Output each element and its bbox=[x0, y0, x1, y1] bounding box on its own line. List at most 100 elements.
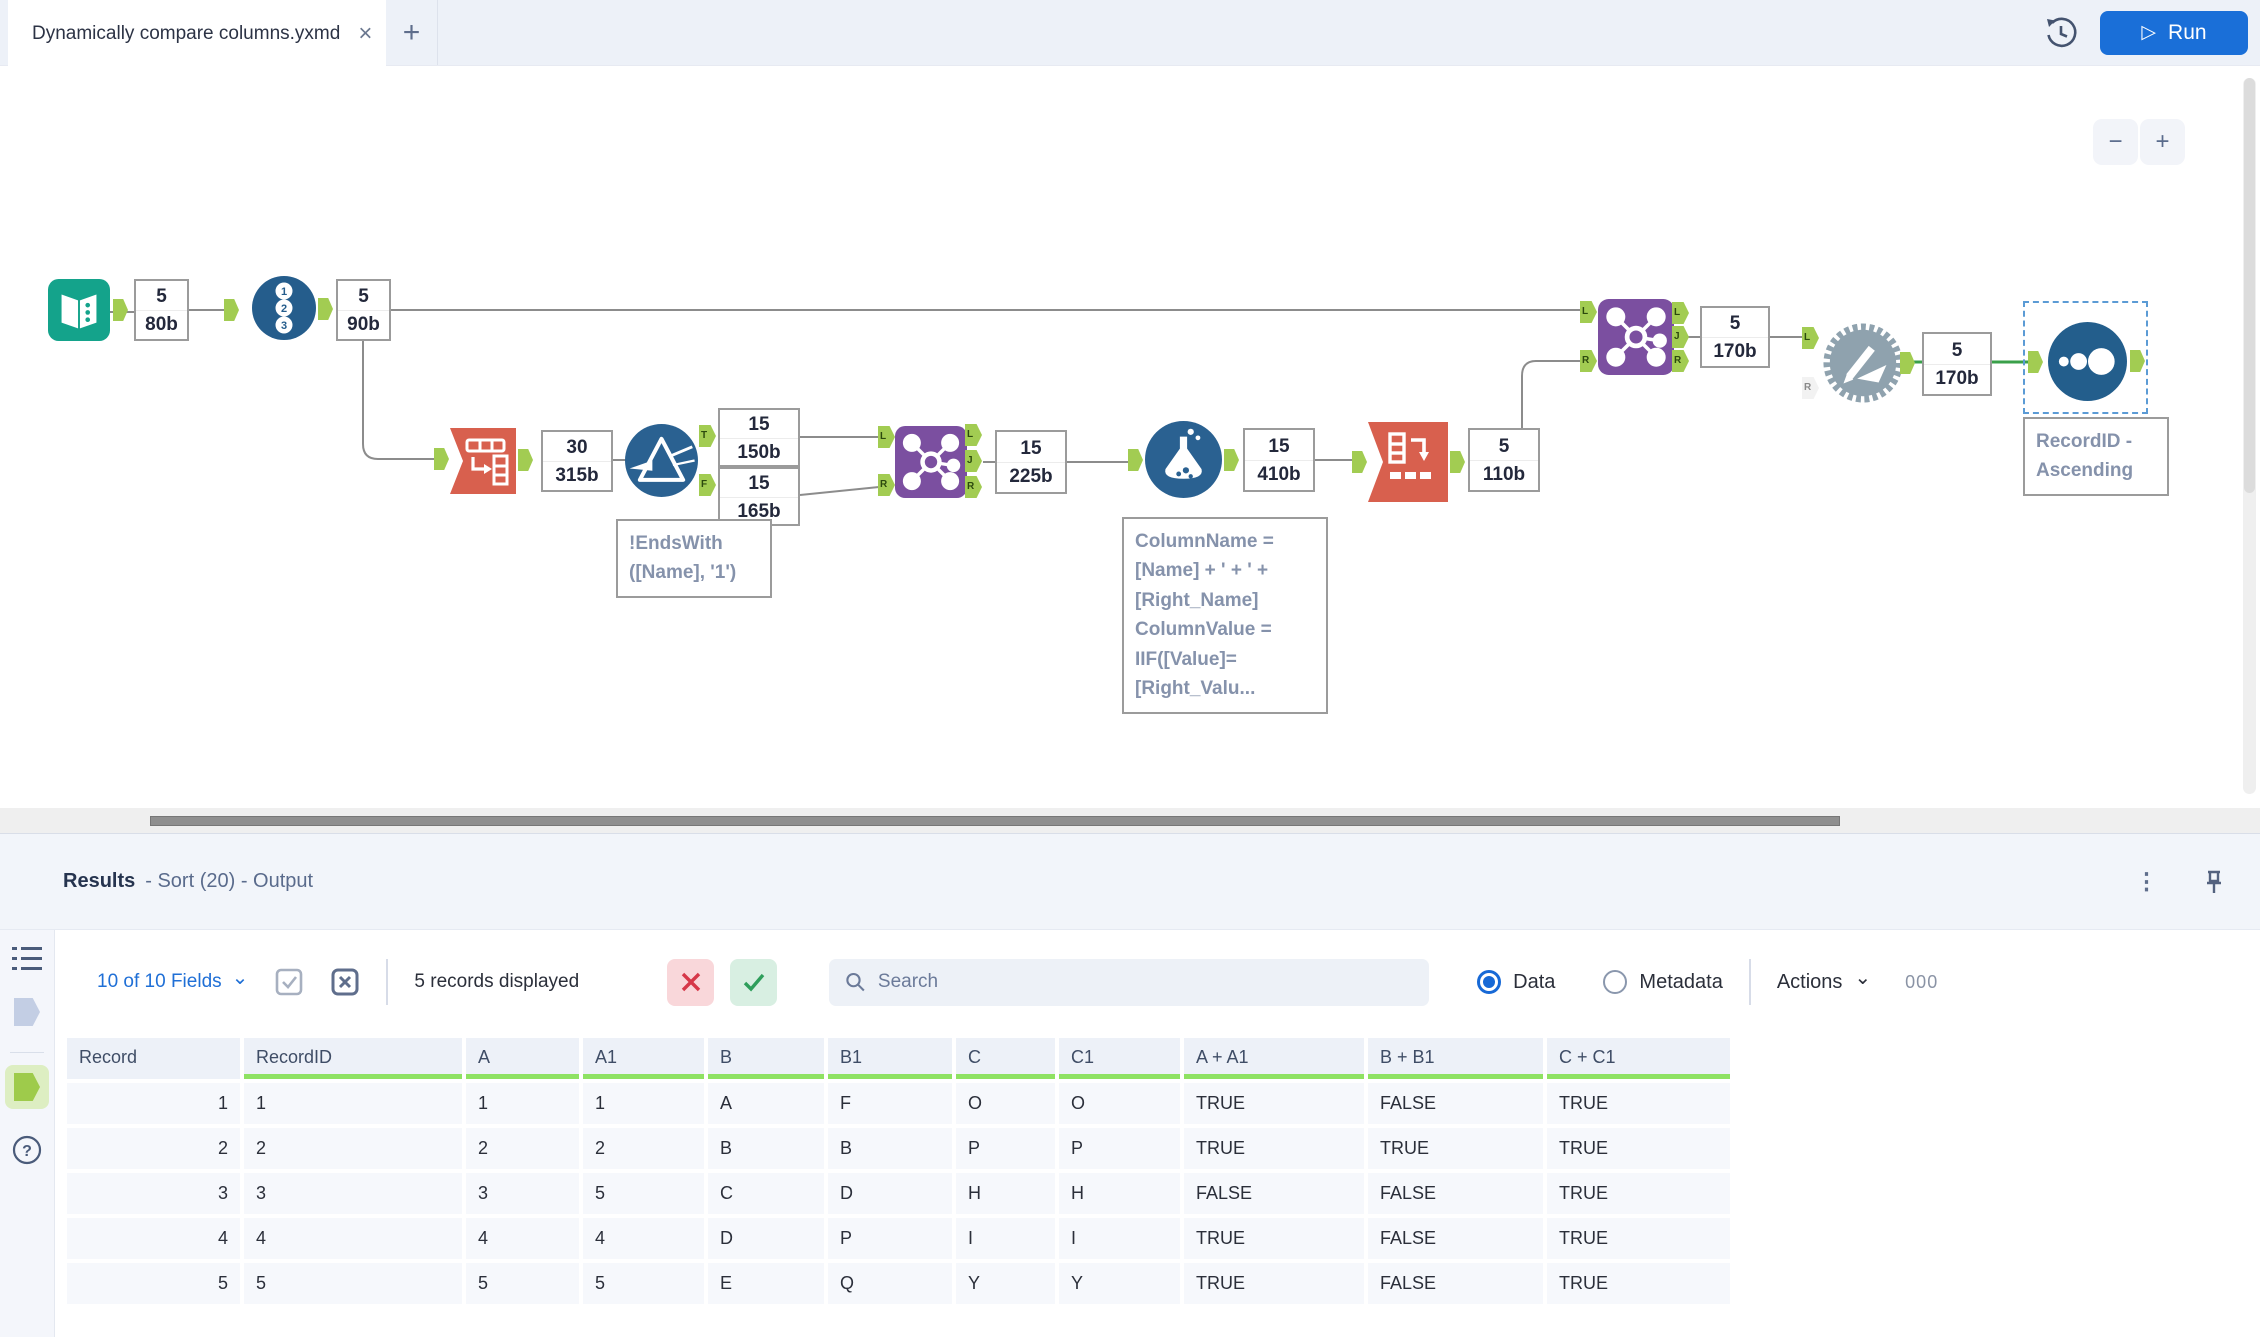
select-all-checkbox-icon[interactable] bbox=[274, 967, 304, 997]
table-cell[interactable]: 5 bbox=[466, 1263, 579, 1304]
table-cell[interactable]: B bbox=[708, 1128, 824, 1169]
table-cell[interactable]: TRUE bbox=[1184, 1128, 1364, 1169]
data-radio[interactable]: Data bbox=[1477, 970, 1555, 994]
formula-tool[interactable] bbox=[1145, 421, 1222, 503]
search-field[interactable] bbox=[829, 958, 1430, 1006]
table-cell[interactable]: TRUE bbox=[1368, 1128, 1543, 1169]
table-cell[interactable]: 2 bbox=[466, 1128, 579, 1169]
join2-left-input-anchor[interactable]: L bbox=[1580, 301, 1597, 323]
help-icon[interactable]: ? bbox=[12, 1135, 42, 1165]
table-cell[interactable]: Y bbox=[1059, 1263, 1180, 1304]
transpose-output-anchor[interactable] bbox=[518, 449, 533, 471]
table-cell[interactable]: FALSE bbox=[1184, 1173, 1364, 1214]
table-cell[interactable]: TRUE bbox=[1184, 1263, 1364, 1304]
transpose-tool[interactable] bbox=[450, 428, 516, 499]
table-cell[interactable]: FALSE bbox=[1368, 1083, 1543, 1124]
table-cell[interactable]: 3 bbox=[466, 1173, 579, 1214]
input-data-tool[interactable] bbox=[48, 279, 110, 346]
workflow-tab[interactable]: Dynamically compare columns.yxmd × bbox=[8, 0, 386, 67]
table-cell[interactable]: Y bbox=[956, 1263, 1055, 1304]
table-cell[interactable]: P bbox=[956, 1128, 1055, 1169]
join1-right-output-anchor[interactable]: R bbox=[965, 476, 982, 498]
column-header-c[interactable]: C bbox=[956, 1038, 1055, 1079]
table-cell[interactable]: TRUE bbox=[1184, 1083, 1364, 1124]
join2-right-input-anchor[interactable]: R bbox=[1580, 350, 1597, 372]
formula-output-anchor[interactable] bbox=[1224, 449, 1239, 471]
filter-false-values-button[interactable] bbox=[667, 958, 715, 1006]
table-cell[interactable]: TRUE bbox=[1184, 1218, 1364, 1259]
filter-true-output-anchor[interactable]: T bbox=[699, 425, 716, 447]
deselect-all-icon[interactable] bbox=[330, 967, 360, 997]
table-cell[interactable]: 1 bbox=[244, 1083, 462, 1124]
sort-input-anchor[interactable] bbox=[2028, 351, 2043, 373]
table-cell[interactable]: E bbox=[708, 1263, 824, 1304]
table-cell[interactable]: 5 bbox=[583, 1263, 704, 1304]
join-tool-1[interactable] bbox=[895, 426, 967, 503]
column-header-recordid[interactable]: RecordID bbox=[244, 1038, 462, 1079]
table-cell[interactable]: 4 bbox=[244, 1218, 462, 1259]
input-anchor-view-icon[interactable] bbox=[14, 998, 40, 1026]
filter-annotation[interactable]: !EndsWith ([Name], '1') bbox=[616, 519, 772, 598]
filter-false-output-anchor[interactable]: F bbox=[699, 474, 716, 496]
table-cell[interactable]: I bbox=[1059, 1218, 1180, 1259]
join1-join-output-anchor[interactable]: J bbox=[965, 450, 982, 472]
join2-right-output-anchor[interactable]: R bbox=[1672, 350, 1689, 372]
column-header-b-b1[interactable]: B + B1 bbox=[1368, 1038, 1543, 1079]
table-cell[interactable]: 1 bbox=[466, 1083, 579, 1124]
zoom-in-button[interactable]: + bbox=[2140, 119, 2185, 165]
table-cell[interactable]: 3 bbox=[67, 1173, 240, 1214]
column-header-a[interactable]: A bbox=[466, 1038, 579, 1079]
table-cell[interactable]: TRUE bbox=[1547, 1173, 1730, 1214]
table-cell[interactable]: F bbox=[828, 1083, 952, 1124]
table-cell[interactable]: 5 bbox=[583, 1173, 704, 1214]
radio-unselected-icon[interactable] bbox=[1603, 970, 1628, 994]
output-anchor-view-icon[interactable] bbox=[5, 1065, 49, 1109]
table-cell[interactable]: H bbox=[1059, 1173, 1180, 1214]
cross-tab-tool[interactable] bbox=[1368, 422, 1448, 507]
column-header-c-c1[interactable]: C + C1 bbox=[1547, 1038, 1730, 1079]
sort-tool[interactable] bbox=[2048, 322, 2127, 406]
results-menu-icon[interactable]: ⋮ bbox=[2135, 868, 2158, 894]
canvas-vertical-scrollbar[interactable] bbox=[2243, 78, 2256, 794]
new-tab-button[interactable]: + bbox=[386, 0, 438, 65]
column-header-c1[interactable]: C1 bbox=[1059, 1038, 1180, 1079]
column-header-a-a1[interactable]: A + A1 bbox=[1184, 1038, 1364, 1079]
pin-icon[interactable] bbox=[2202, 869, 2226, 895]
join1-left-input-anchor[interactable]: L bbox=[878, 426, 895, 448]
table-cell[interactable]: 5 bbox=[244, 1263, 462, 1304]
table-cell[interactable]: I bbox=[956, 1218, 1055, 1259]
table-cell[interactable]: FALSE bbox=[1368, 1173, 1543, 1214]
filter-tool[interactable] bbox=[625, 424, 698, 502]
vertical-scroll-thumb[interactable] bbox=[2244, 78, 2255, 494]
table-cell[interactable]: TRUE bbox=[1547, 1263, 1730, 1304]
run-history-icon[interactable] bbox=[2044, 16, 2078, 50]
table-cell[interactable]: 2 bbox=[67, 1128, 240, 1169]
table-cell[interactable]: 4 bbox=[466, 1218, 579, 1259]
table-cell[interactable]: FALSE bbox=[1368, 1218, 1543, 1259]
join2-join-output-anchor[interactable]: J bbox=[1672, 326, 1689, 348]
join1-right-input-anchor[interactable]: R bbox=[878, 474, 895, 496]
actions-dropdown[interactable]: Actions ⌄ bbox=[1777, 968, 1871, 994]
formula-annotation[interactable]: ColumnName = [Name] + ' + ' + [Right_Nam… bbox=[1122, 517, 1328, 714]
column-header-b[interactable]: B bbox=[708, 1038, 824, 1079]
table-cell[interactable]: 3 bbox=[244, 1173, 462, 1214]
table-cell[interactable]: TRUE bbox=[1547, 1083, 1730, 1124]
cross-tab-output-anchor[interactable] bbox=[1450, 451, 1465, 473]
macro-output-anchor[interactable] bbox=[1900, 352, 1915, 374]
table-cell[interactable]: O bbox=[1059, 1083, 1180, 1124]
formula-input-anchor[interactable] bbox=[1128, 449, 1143, 471]
column-header-record[interactable]: Record bbox=[67, 1038, 240, 1079]
table-cell[interactable]: 1 bbox=[583, 1083, 704, 1124]
column-header-b1[interactable]: B1 bbox=[828, 1038, 952, 1079]
table-cell[interactable]: A bbox=[708, 1083, 824, 1124]
table-cell[interactable]: 5 bbox=[67, 1263, 240, 1304]
transpose-input-anchor[interactable] bbox=[434, 448, 449, 470]
cross-tab-input-anchor[interactable] bbox=[1352, 451, 1367, 473]
zoom-out-button[interactable]: − bbox=[2093, 119, 2138, 165]
filter-true-values-button[interactable] bbox=[730, 958, 778, 1006]
sort-annotation[interactable]: RecordID - Ascending bbox=[2023, 417, 2169, 496]
horizontal-scroll-thumb[interactable] bbox=[150, 816, 1840, 826]
workflow-canvas[interactable]: 5 80b 1 2 3 5 90b bbox=[0, 66, 2260, 808]
macro-left-input-anchor[interactable]: L bbox=[1802, 327, 1819, 349]
table-cell[interactable]: 1 bbox=[67, 1083, 240, 1124]
